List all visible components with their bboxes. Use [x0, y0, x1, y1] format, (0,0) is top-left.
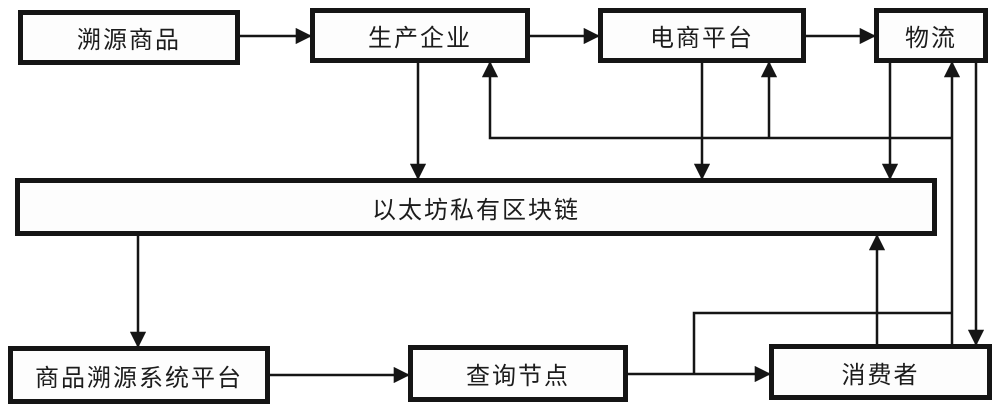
node-trace-platform: 商品溯源系统平台	[8, 346, 270, 404]
edge-feedback-to-producer	[481, 61, 952, 140]
node-query-node-label: 查询节点	[466, 364, 570, 390]
node-blockchain: 以太坊私有区块链	[15, 178, 937, 236]
node-producer-label: 生产企业	[368, 26, 472, 52]
node-query-node: 查询节点	[408, 345, 628, 402]
node-traceable-goods-label: 溯源商品	[77, 28, 181, 54]
node-ecommerce-platform: 电商平台	[598, 8, 806, 63]
node-trace-platform-label: 商品溯源系统平台	[35, 365, 243, 392]
node-logistics: 物流	[874, 8, 988, 63]
node-ecommerce-platform-label: 电商平台	[650, 26, 754, 52]
node-consumer-label: 消费者	[841, 362, 920, 389]
node-consumer: 消费者	[769, 344, 992, 400]
node-logistics-label: 物流	[905, 26, 957, 52]
node-traceable-goods: 溯源商品	[18, 10, 240, 65]
node-blockchain-label: 以太坊私有区块链	[372, 197, 580, 224]
node-producer: 生产企业	[310, 8, 530, 63]
